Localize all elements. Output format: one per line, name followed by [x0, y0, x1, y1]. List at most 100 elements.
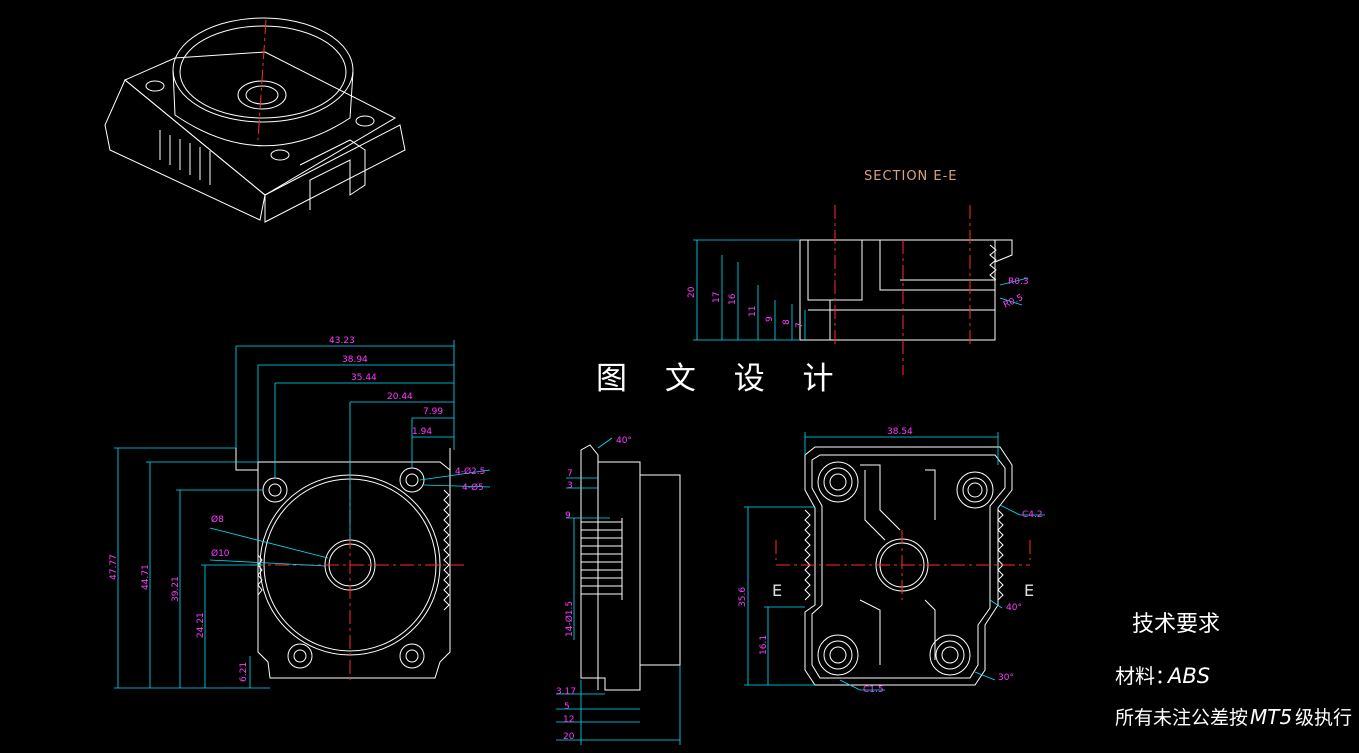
section-radius-0: R0.3	[1008, 277, 1029, 287]
watermark-text: 图 文 设 计	[596, 361, 848, 397]
bottom-dim-v0: 35.6	[738, 587, 748, 607]
front-dimension-texts: 43.23 38.94 35.44 20.44 7.99 1.94 47.77 …	[109, 336, 485, 682]
iso-center-bore	[245, 85, 279, 105]
section-mark-right: E	[1024, 581, 1034, 600]
front-dim-h2: 35.44	[351, 373, 377, 383]
notes-tolerance-prefix: 所有未注公差按	[1115, 707, 1248, 729]
section-inner-profile	[807, 240, 995, 340]
side-angle: 40°	[616, 436, 632, 446]
front-hole-note-0: 4-Ø2.5	[455, 466, 485, 477]
bottom-view	[804, 446, 1013, 686]
notes-heading: 技术要求	[1132, 612, 1220, 637]
side-view	[580, 444, 681, 691]
bottom-chamfer-top: C4.2	[1022, 510, 1043, 520]
iso-hole-2	[355, 115, 375, 127]
bottom-hole-tl	[817, 461, 859, 503]
iso-slot	[299, 139, 366, 210]
section-view	[799, 239, 1013, 341]
front-right-serration	[443, 489, 450, 611]
bottom-angle-1: 30°	[998, 673, 1014, 683]
section-dim-v5: 8	[782, 319, 792, 325]
bottom-center-lines	[775, 530, 1031, 600]
section-dim-v0: 20	[687, 286, 697, 298]
iso-cup-wall	[172, 69, 354, 147]
notes-material-label: 材料：	[1115, 664, 1175, 688]
bottom-left-serration	[804, 509, 811, 601]
technical-notes: 技术要求 材料： ABS 所有未注公差按 MT5 级执行	[1115, 612, 1352, 729]
side-dim-top-0: 7	[567, 469, 573, 479]
front-hole-br-inner	[405, 649, 419, 663]
section-radius-1: R0.5	[1002, 293, 1025, 311]
side-dim-bottom-2: 12	[563, 715, 574, 725]
section-dim-v6: 7	[795, 322, 805, 328]
front-outline	[257, 461, 451, 679]
side-dimension-lines	[556, 437, 681, 745]
bottom-dim-v1: 16.1	[759, 635, 769, 655]
iso-base-left-face	[104, 79, 266, 221]
front-diameter-0: Ø8	[211, 514, 224, 525]
front-dim-h1: 38.94	[342, 355, 368, 365]
front-dim-h3: 20.44	[387, 392, 413, 402]
front-hole-note-1: 4-Ø5	[462, 482, 484, 493]
front-dim-h5: 1.94	[412, 427, 432, 437]
iso-center-axis	[257, 19, 267, 141]
front-left-serration	[257, 554, 263, 596]
front-hole-bl	[287, 643, 313, 669]
bottom-hole-tr	[956, 471, 994, 509]
front-hole-br	[399, 643, 425, 669]
section-step	[994, 239, 1013, 263]
bottom-center-channels	[859, 464, 936, 665]
section-title: SECTION E-E	[864, 169, 958, 184]
bottom-dimension-lines	[744, 432, 1045, 691]
side-outline	[580, 444, 641, 691]
section-dim-v1: 17	[712, 292, 722, 303]
front-dim-h4: 7.99	[423, 407, 443, 417]
iso-top-plate	[124, 51, 397, 196]
bottom-hole-tl-inner	[829, 473, 847, 491]
bottom-width-dim: 38.54	[887, 427, 913, 437]
front-dim-v4: 6.21	[239, 662, 249, 682]
bottom-hole-tl-mid	[823, 467, 853, 497]
front-diameter-1: Ø10	[211, 548, 230, 559]
front-hole-tl	[262, 477, 288, 503]
side-dim-bottom-3: 20	[563, 732, 575, 742]
front-dim-h0: 43.23	[329, 336, 355, 346]
bottom-hole-tr-inner	[967, 482, 983, 498]
side-dim-bottom-0: 3.17	[556, 687, 576, 697]
side-rib-note: 14-Ø1.5	[564, 601, 575, 637]
notes-material-value: ABS	[1166, 664, 1210, 688]
iso-ribs	[159, 130, 211, 185]
bottom-right-serration	[997, 509, 1004, 601]
side-dim-top-1: 3	[567, 481, 573, 491]
iso-center-boss	[237, 80, 287, 110]
notes-tolerance-grade: MT5	[1250, 705, 1292, 729]
front-dim-v3: 24.21	[196, 612, 206, 638]
front-top-chamfers	[235, 448, 451, 471]
front-center-lines	[250, 460, 468, 680]
bottom-outline	[804, 446, 1013, 686]
bottom-hole-bl-mid	[823, 640, 853, 670]
bottom-hole-tr-mid	[962, 477, 988, 503]
section-mark-left: E	[772, 581, 782, 600]
iso-cup-inner	[179, 25, 347, 119]
front-dimension-lines	[114, 340, 491, 689]
notes-tolerance-suffix: 级执行	[1295, 707, 1352, 729]
side-right-block	[639, 474, 681, 666]
iso-hole-3	[270, 149, 290, 161]
bottom-inner-outline	[811, 454, 1006, 679]
section-dim-v3: 11	[748, 306, 758, 317]
bottom-hole-br-inner	[941, 646, 959, 664]
front-dim-v0: 47.77	[109, 554, 119, 580]
front-hole-bl-inner	[293, 649, 307, 663]
front-dim-v1: 44.71	[141, 564, 151, 590]
front-hole-tr-inner	[405, 473, 419, 487]
side-dim-top-2: 9	[565, 511, 571, 521]
bottom-hole-bl-inner	[829, 646, 847, 664]
bottom-angle-0: 40°	[1006, 603, 1022, 613]
bottom-dimension-texts: 38.54 C4.2 C1.5 35.6 16.1 40° 30° E E	[738, 427, 1043, 695]
bottom-hole-br	[929, 634, 971, 676]
section-dim-v2: 16	[728, 293, 738, 305]
bottom-hole-br-mid	[935, 640, 965, 670]
section-dimension-lines	[693, 239, 1029, 341]
